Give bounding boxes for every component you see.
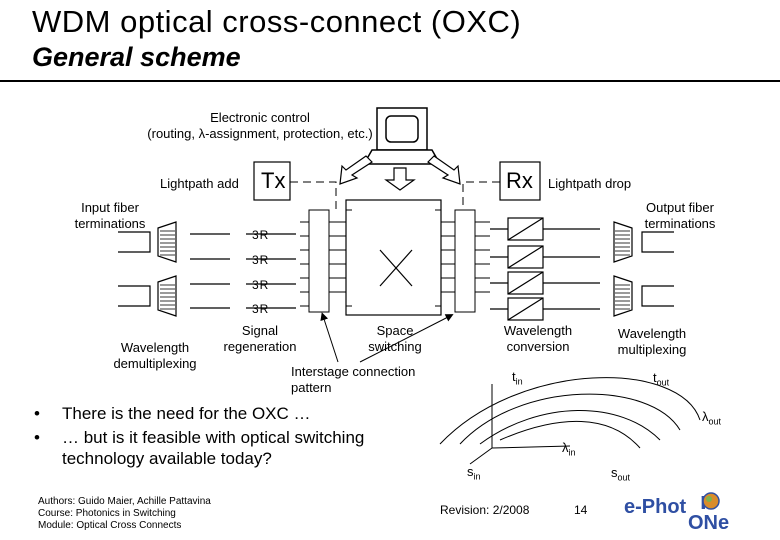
axis-label-lambda-out: λout (702, 409, 722, 427)
space-switch-box (345, 199, 442, 316)
output-fiber-label-1: Output fiber (646, 200, 714, 215)
regenerator-label: 3R (252, 228, 270, 242)
interstage-strip-right (454, 209, 476, 313)
wl-demux-label-1: Wavelength (120, 340, 190, 355)
input-fiber-label-1: Input fiber (81, 200, 139, 215)
axis-label-lambda-in: λin (562, 440, 576, 458)
input-fiber-label-2: terminations (74, 216, 146, 231)
page-title: WDM optical cross-connect (OXC) (32, 4, 522, 39)
rx-box (499, 161, 541, 201)
output-multiplexers (613, 221, 674, 317)
tx-box (253, 161, 291, 201)
bullet-item: … but is it feasible with optical switch… (62, 428, 365, 447)
page-subtitle: General scheme (32, 42, 241, 72)
axis-label-t-in: tin (512, 369, 523, 387)
bullet-item-continuation: technology available today? (62, 449, 272, 468)
wl-conv-label-1: Wavelength (503, 323, 573, 338)
footer-module: Module: Optical Cross Connects (38, 520, 182, 531)
footer-revision: Revision: 2/2008 (440, 503, 530, 517)
wl-conv-label-2: conversion (506, 339, 570, 354)
control-label-line1: Electronic control (210, 110, 310, 125)
interstage-label-2: pattern (291, 380, 332, 395)
switch-ports (346, 209, 441, 307)
signal-regen-label-2: regeneration (223, 339, 297, 354)
axis-label-s-in: sin (467, 464, 481, 482)
interstage-label-1: Interstage connection (291, 364, 416, 379)
lightpath-add-label: Lightpath add (160, 176, 239, 191)
title-divider (0, 80, 780, 82)
computer-icon (362, 107, 442, 165)
regeneration-lines (190, 233, 296, 309)
add-drop-paths (290, 181, 500, 212)
interstage-arrows (320, 312, 454, 363)
control-label-line2: (routing, λ-assignment, protection, etc.… (147, 126, 373, 141)
control-arrow-down (384, 167, 416, 191)
wl-mux-label-2: multiplexing (617, 342, 687, 357)
axis-label-s-out: sout (611, 465, 631, 483)
rx-label: Rx (506, 168, 533, 193)
e-photon-one-logo: e-Phot n ONe (624, 488, 734, 534)
axes-sketch (439, 377, 701, 465)
space-switch-label-1: Space (376, 323, 414, 338)
control-arrow-right (427, 155, 461, 185)
bullet-marker: • (34, 428, 40, 447)
wavelength-converters (507, 217, 544, 321)
regenerator-label: 3R (252, 302, 270, 316)
space-switch-label-2: switching (368, 339, 422, 354)
lightpath-drop-label: Lightpath drop (548, 176, 632, 191)
input-demultiplexers (118, 221, 177, 317)
bullet-list: • There is the need for the OXC … • … bu… (34, 403, 414, 473)
globe-icon (702, 492, 720, 510)
output-fiber-label-2: terminations (644, 216, 716, 231)
switch-cross-icon (379, 249, 413, 287)
bullet-item: There is the need for the OXC … (62, 404, 311, 423)
footer-authors: Authors: Guido Maier, Achille Pattavina (38, 496, 211, 507)
page-number: 14 (574, 503, 588, 517)
signal-regen-label-1: Signal (241, 323, 279, 338)
wl-mux-label-1: Wavelength (617, 326, 687, 341)
interstage-strip-left (308, 209, 330, 313)
footer-course: Course: Photonics in Switching (38, 508, 176, 519)
interstage-ticks (300, 221, 490, 307)
bullet-marker: • (34, 404, 40, 423)
tx-label: Tx (261, 168, 286, 193)
converter-links (490, 228, 600, 310)
regenerator-label: 3R (252, 278, 270, 292)
regenerator-label: 3R (252, 253, 270, 267)
control-arrow-left (339, 155, 373, 185)
wl-demux-label-2: demultiplexing (113, 356, 197, 371)
axis-label-t-out: tout (653, 370, 670, 388)
